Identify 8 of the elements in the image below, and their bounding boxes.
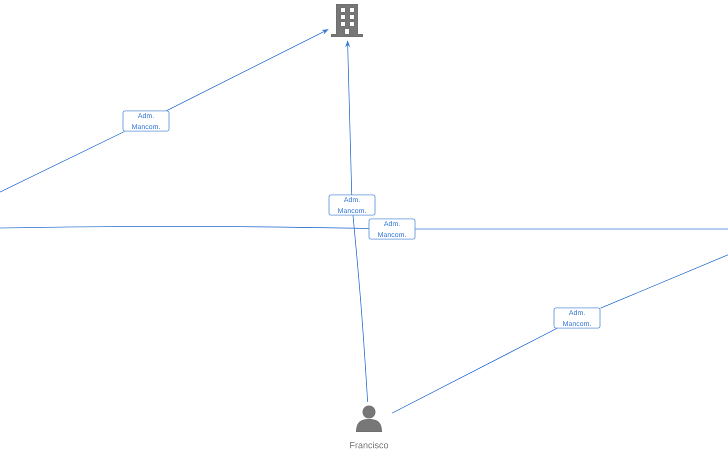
- connector: [600, 254, 728, 309]
- connector: [0, 226, 370, 229]
- connector: [0, 131, 125, 194]
- connector: [414, 228, 728, 230]
- building-icon: [331, 4, 363, 37]
- connector: [392, 328, 558, 414]
- node-label: Francisco: [350, 442, 388, 448]
- connector: [352, 215, 368, 402]
